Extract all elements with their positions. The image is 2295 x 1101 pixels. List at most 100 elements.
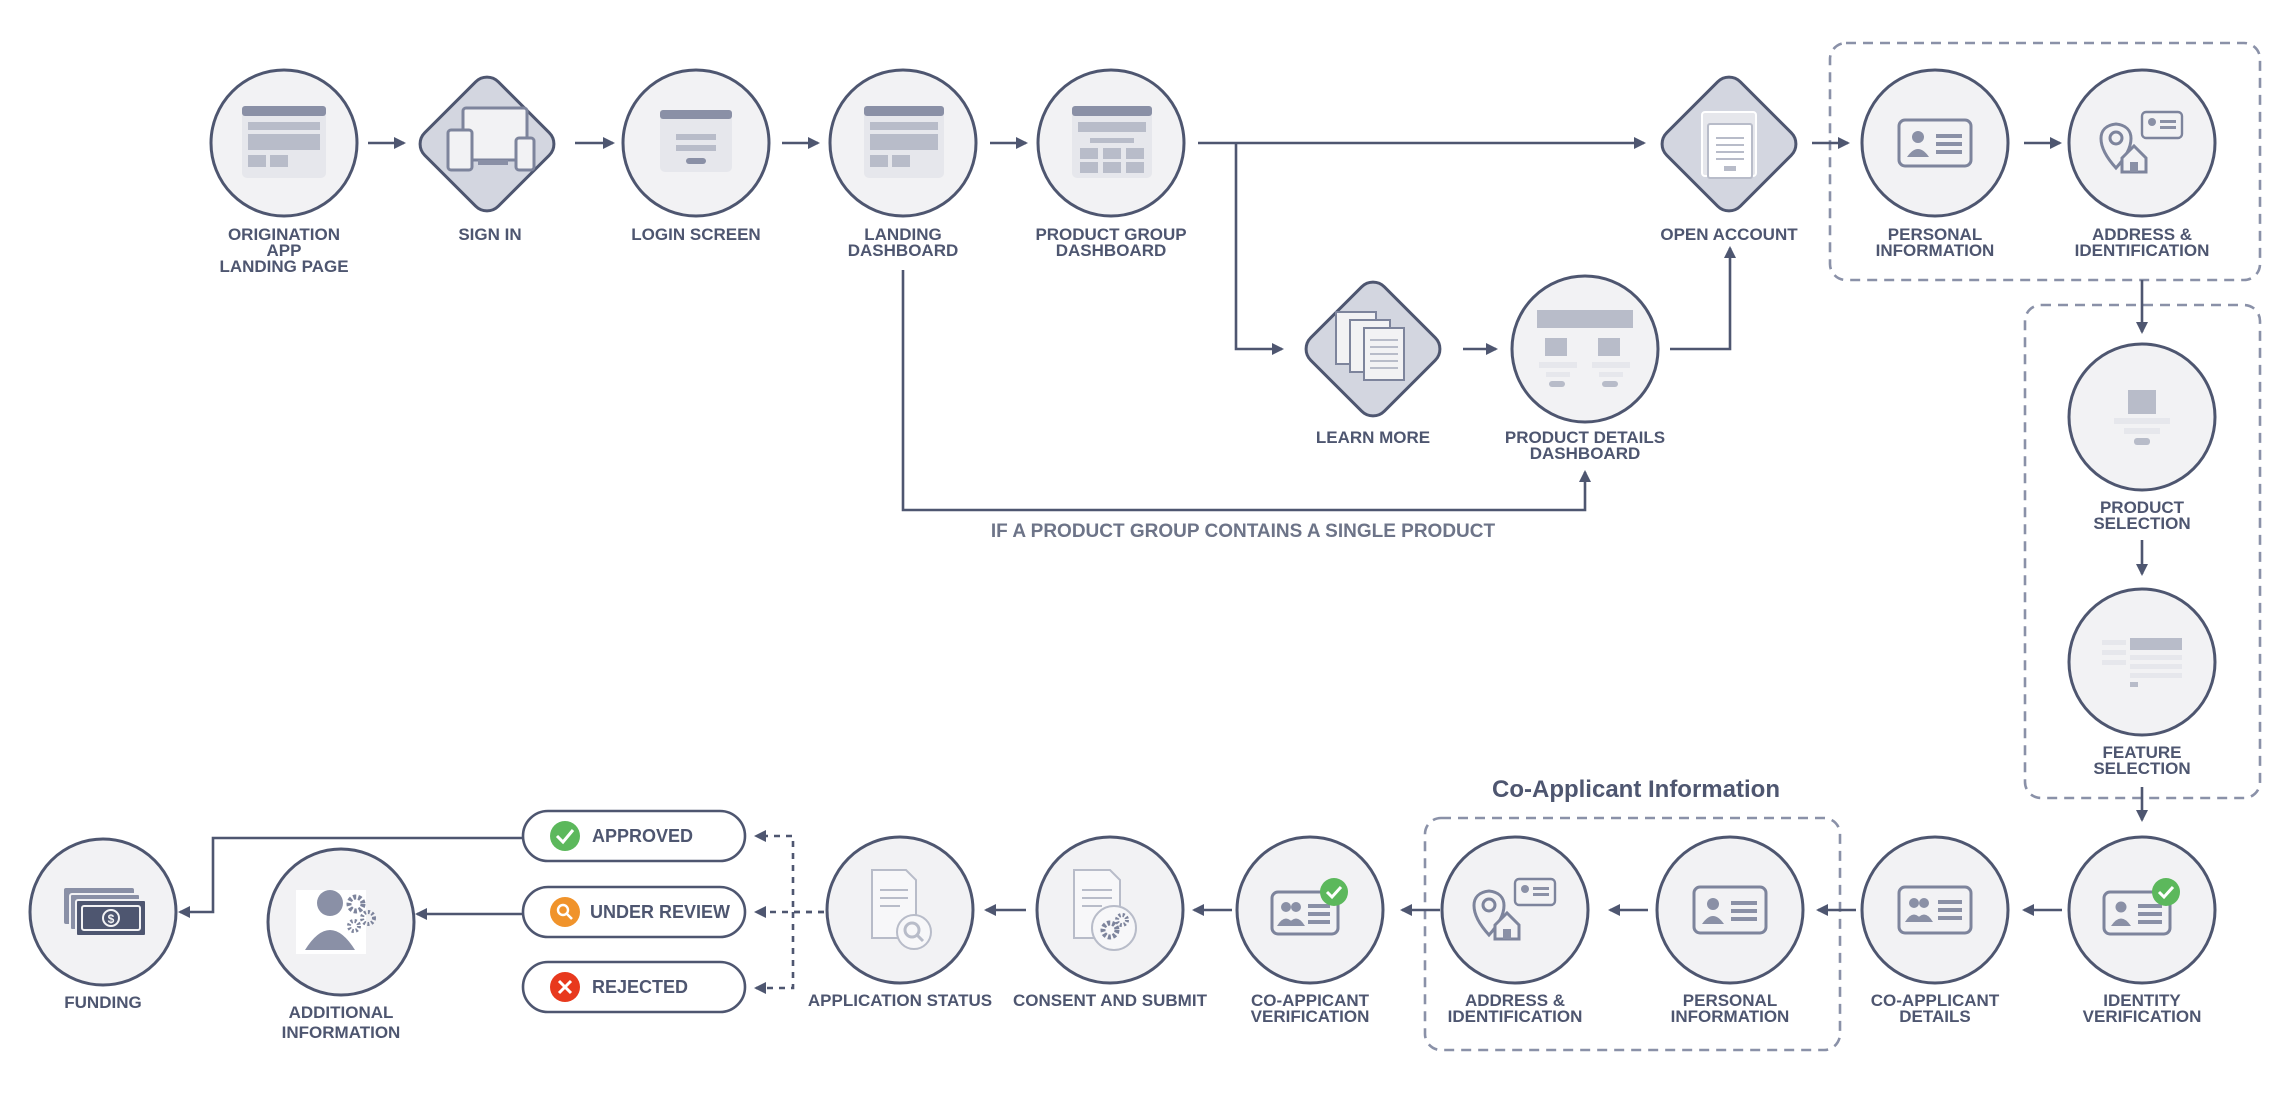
node-label-line2: SELECTION xyxy=(2093,514,2190,533)
verified-two-person-card-icon xyxy=(1270,878,1348,936)
node-label-line2: DASHBOARD xyxy=(848,241,959,260)
node-landing-dashboard[interactable]: LANDING DASHBOARD xyxy=(828,68,978,260)
node-label-line1: FEATURE xyxy=(2102,743,2181,762)
node-label-line2: INFORMATION xyxy=(282,1023,401,1042)
node-funding[interactable]: $ FUNDING xyxy=(28,837,178,1012)
node-label-line1: LEARN MORE xyxy=(1316,428,1430,447)
person-gears-icon xyxy=(296,890,376,954)
arrow-appstatus-to-approved xyxy=(754,830,824,914)
node-identity-verification[interactable]: IDENTITY VERIFICATION xyxy=(2067,835,2217,1026)
id-card-icon xyxy=(1692,885,1768,935)
devices-icon xyxy=(446,106,536,172)
node-label-line1: ADDITIONAL xyxy=(289,1003,394,1022)
product-selection-icon xyxy=(2114,390,2170,445)
node-consent-and-submit[interactable]: CONSENT AND SUBMIT xyxy=(1013,835,1208,1010)
node-label-line1: LANDING xyxy=(864,225,941,244)
arrow-productgroup-to-learnmore xyxy=(1234,143,1284,355)
node-label-line2: SELECTION xyxy=(2093,759,2190,778)
documents-icon xyxy=(1335,311,1405,381)
node-label-line1: CO-APPICANT xyxy=(1251,991,1370,1010)
node-personal-information-co[interactable]: PERSONAL INFORMATION xyxy=(1655,835,1805,1026)
id-card-icon xyxy=(1897,118,1973,168)
node-label-line1: ADDRESS & xyxy=(2092,225,2192,244)
node-label-line3: LANDING PAGE xyxy=(219,257,348,276)
status-under-review[interactable]: UNDER REVIEW xyxy=(521,885,747,939)
arrow-appstatus-to-rejected xyxy=(754,912,795,994)
node-address-identification-co[interactable]: ADDRESS & IDENTIFICATION xyxy=(1440,835,1590,1026)
node-label-line2: INFORMATION xyxy=(1876,241,1995,260)
group-box-co-applicant xyxy=(1423,816,1842,1052)
node-login-screen[interactable]: LOGIN SCREEN xyxy=(621,68,771,244)
node-co-applicant-verification[interactable]: CO-APPICANT VERIFICATION xyxy=(1235,835,1385,1026)
node-label-line2: VERIFICATION xyxy=(1251,1007,1370,1026)
dashboard-icon xyxy=(864,106,944,178)
status-label: REJECTED xyxy=(592,977,688,997)
node-label-line1: ORIGINATION xyxy=(228,225,340,244)
single-product-note: IF A PRODUCT GROUP CONTAINS A SINGLE PRO… xyxy=(991,521,1496,542)
node-open-account[interactable]: OPEN ACCOUNT xyxy=(1655,70,1802,244)
node-label-line1: PERSONAL xyxy=(1683,991,1777,1010)
form-document-icon xyxy=(1701,111,1757,179)
node-origination-app-landing-page[interactable]: ORIGINATION APP LANDING PAGE xyxy=(209,68,359,276)
document-search-icon xyxy=(871,869,932,950)
node-application-status[interactable]: APPLICATION STATUS xyxy=(808,835,992,1010)
node-label-line1: CONSENT AND SUBMIT xyxy=(1013,991,1208,1010)
arrow-landing-to-productdetails xyxy=(901,270,1591,512)
node-product-group-dashboard[interactable]: PRODUCT GROUP DASHBOARD xyxy=(1035,68,1187,260)
node-label-line1: PRODUCT DETAILS xyxy=(1505,428,1665,447)
node-label-line1: PRODUCT xyxy=(2100,498,2185,517)
arrow-productdetails-to-openaccount xyxy=(1670,246,1736,351)
node-product-details-dashboard[interactable]: PRODUCT DETAILS DASHBOARD xyxy=(1505,274,1665,463)
node-sign-in[interactable]: SIGN IN xyxy=(413,70,560,244)
node-personal-information-top[interactable]: PERSONAL INFORMATION xyxy=(1860,68,2010,260)
two-person-card-icon xyxy=(1897,885,1973,935)
grid-dashboard-icon xyxy=(1072,106,1152,178)
group-box-applicant-info xyxy=(1828,41,2262,282)
node-label-line1: PERSONAL xyxy=(1888,225,1982,244)
money-icon: $ xyxy=(64,888,147,937)
status-rejected[interactable]: REJECTED xyxy=(521,960,747,1014)
status-label: UNDER REVIEW xyxy=(590,902,730,922)
node-label-line1: SIGN IN xyxy=(458,225,521,244)
node-label-line2: INFORMATION xyxy=(1671,1007,1790,1026)
location-home-icon xyxy=(1472,877,1557,941)
status-label: APPROVED xyxy=(592,826,693,846)
verified-id-icon xyxy=(2102,878,2180,936)
login-form-icon xyxy=(660,110,732,172)
node-label-line1: LOGIN SCREEN xyxy=(631,225,760,244)
search-icon xyxy=(550,897,580,927)
node-label-line2: DASHBOARD xyxy=(1056,241,1167,260)
status-approved[interactable]: APPROVED xyxy=(521,809,747,863)
node-address-identification-top[interactable]: ADDRESS & IDENTIFICATION xyxy=(2067,68,2217,260)
product-details-icon xyxy=(1537,310,1633,387)
node-product-selection[interactable]: PRODUCT SELECTION xyxy=(2067,342,2217,533)
node-label-line1: APPLICATION STATUS xyxy=(808,991,992,1010)
node-label-line2: DASHBOARD xyxy=(1530,444,1641,463)
feature-list-icon xyxy=(2102,638,2182,687)
arrow-approved-to-funding xyxy=(178,836,523,918)
document-gear-icon xyxy=(1073,869,1137,951)
node-learn-more[interactable]: LEARN MORE xyxy=(1299,275,1446,447)
node-label-line1: FUNDING xyxy=(64,993,141,1012)
node-label-line2: IDENTIFICATION xyxy=(2075,241,2210,260)
node-label-line1: IDENTITY xyxy=(2103,991,2181,1010)
node-co-applicant-details[interactable]: CO-APPLICANT DETAILS xyxy=(1860,835,2010,1026)
location-home-icon xyxy=(2099,110,2184,174)
co-applicant-group-title: Co-Applicant Information xyxy=(1492,776,1780,803)
node-label-line2: VERIFICATION xyxy=(2083,1007,2202,1026)
node-label-line2: IDENTIFICATION xyxy=(1448,1007,1583,1026)
connectors xyxy=(178,137,2148,994)
node-additional-information[interactable]: ADDITIONAL INFORMATION xyxy=(266,847,416,1042)
node-label-line1: ADDRESS & xyxy=(1465,991,1565,1010)
node-label-line1: PRODUCT GROUP xyxy=(1035,225,1186,244)
check-icon xyxy=(550,821,580,851)
browser-window-icon xyxy=(242,106,326,178)
node-label-line2: DETAILS xyxy=(1899,1007,1970,1026)
node-label-line1: CO-APPLICANT xyxy=(1871,991,2000,1010)
node-label-line1: OPEN ACCOUNT xyxy=(1660,225,1798,244)
svg-text:$: $ xyxy=(108,912,115,926)
node-feature-selection[interactable]: FEATURE SELECTION xyxy=(2067,587,2217,778)
node-label-line2: APP xyxy=(267,241,302,260)
